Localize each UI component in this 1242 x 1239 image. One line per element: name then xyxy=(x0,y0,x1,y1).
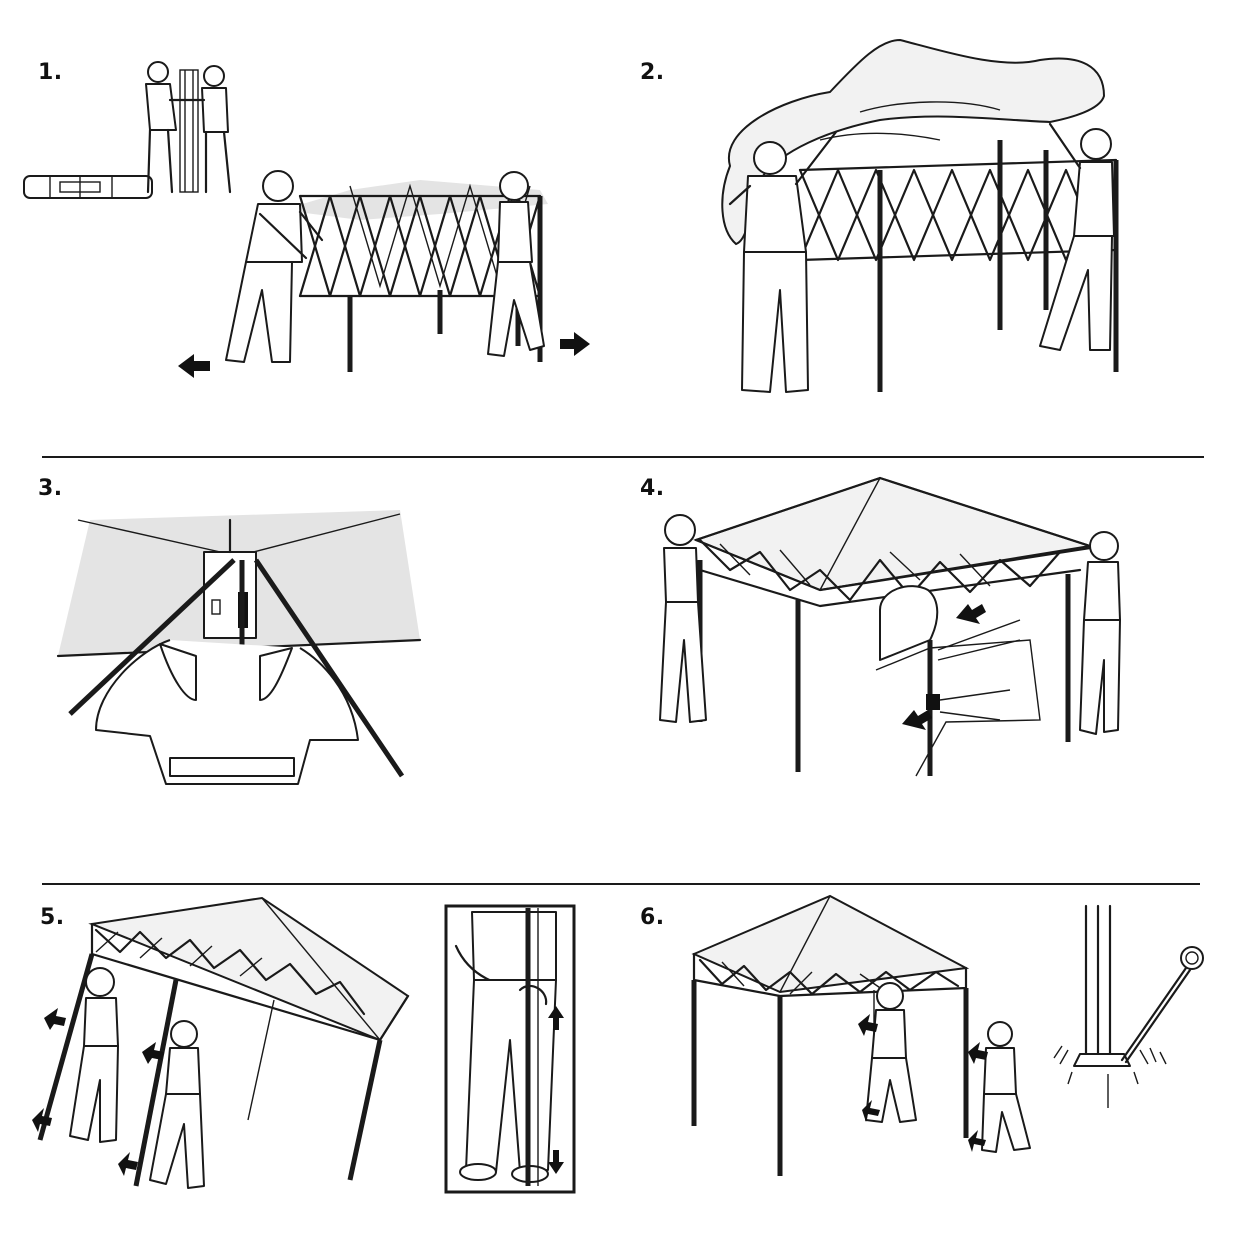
woman-pulling-right xyxy=(487,171,545,357)
man-raising-leg xyxy=(69,967,119,1143)
arrow-down-icon-left xyxy=(32,1108,52,1132)
man-holding-leg xyxy=(659,514,707,723)
arrow-up-left-icon xyxy=(44,1008,66,1030)
person-pushing-corner xyxy=(95,639,359,785)
arrow-down-left-icon-2 xyxy=(902,710,932,730)
step-1-illustration xyxy=(23,61,590,378)
arrow-down-icon-6a xyxy=(862,1100,880,1122)
step-2-number: 2. xyxy=(640,60,665,85)
step-6-number: 6. xyxy=(640,905,665,930)
arrow-down-icon-left-2 xyxy=(118,1152,138,1176)
frame-expanded xyxy=(798,140,1119,392)
arrow-left-icon xyxy=(178,354,210,378)
woman-raising-leg xyxy=(149,1020,205,1189)
step-4-number: 4. xyxy=(640,476,665,501)
inset-person xyxy=(454,911,557,1183)
step-1-number: 1. xyxy=(38,60,63,85)
step-5-number: 5. xyxy=(40,905,65,930)
step-4-illustration xyxy=(659,476,1121,777)
carry-bag xyxy=(23,175,153,199)
people-carrying-frame xyxy=(145,61,232,194)
step-3-number: 3. xyxy=(38,476,63,501)
man-lifting-canopy xyxy=(728,130,838,393)
step-6-illustration xyxy=(691,894,1204,1176)
arrow-up-icon-6a xyxy=(858,1014,878,1036)
man-pulling-left xyxy=(225,170,324,363)
arrow-down-icon xyxy=(548,1150,564,1174)
arrow-up-icon xyxy=(548,1006,564,1030)
canopy-roof-4 xyxy=(693,476,1091,592)
step-3-illustration xyxy=(56,510,422,785)
step-5-illustration xyxy=(32,896,576,1194)
woman-extending-leg xyxy=(981,1021,1031,1153)
woman-holding-leg xyxy=(1079,531,1121,735)
arrow-up-icon-6b xyxy=(968,1042,988,1064)
ground-stake-detail xyxy=(1053,904,1204,1108)
woman-lifting-canopy xyxy=(1039,122,1115,351)
arrow-right-icon xyxy=(560,332,590,356)
man-extending-leg xyxy=(865,982,917,1123)
step-2-illustration xyxy=(721,38,1119,393)
arrow-down-left-icon-1 xyxy=(956,604,986,624)
inset-bracket-closeup xyxy=(875,585,1041,777)
arrow-down-icon-6b xyxy=(968,1130,986,1152)
arrow-up-left-icon-2 xyxy=(142,1042,164,1064)
